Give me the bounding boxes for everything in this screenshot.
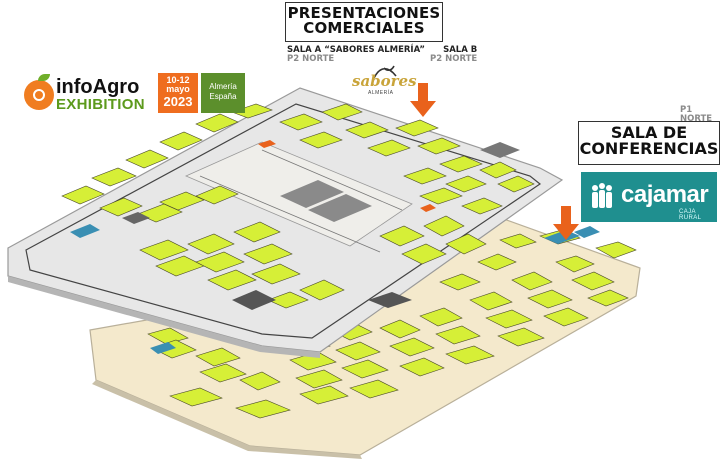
cajamar-wordmark: cajamar	[621, 181, 709, 208]
sabores-almeria-logo: sabores ALMERÍA	[348, 64, 417, 100]
event-date-badge: 10-12 mayo 2023	[158, 73, 198, 113]
p1-norte-label: P1 NORTE	[680, 105, 713, 124]
sala-a-label: SALA A “SABORES ALMERÍA” P2 NORTE	[287, 46, 425, 64]
arrow-down-icon-conferencias	[553, 206, 579, 240]
sala-b-floor: P2 NORTE	[430, 53, 478, 64]
logo-title: infoAgro	[56, 76, 140, 98]
sala-conferencias-label: SALA DE CONFERENCIAS	[578, 121, 720, 165]
central-plaza	[185, 141, 413, 253]
sabores-subtitle: ALMERÍA	[368, 90, 394, 96]
event-days: 10-12	[166, 75, 190, 85]
cajamar-subtitle: CAJA RURAL	[679, 209, 702, 221]
arrow-down-icon-presentaciones	[410, 83, 436, 117]
leaf-icon	[38, 74, 50, 81]
upper-hall-stands	[61, 103, 535, 309]
presentaciones-line2: COMERCIALES	[303, 19, 425, 37]
cajamar-logo: cajamar CAJA RURAL	[581, 172, 717, 222]
conferencias-line1: SALA DE	[610, 123, 688, 142]
event-city: Almería	[209, 82, 237, 91]
lower-hall-stands	[147, 229, 637, 419]
event-location-badge: Almería España	[201, 73, 245, 113]
presentaciones-line1: PRESENTACIONES	[287, 4, 441, 22]
sala-b-name: SALA B	[443, 45, 478, 55]
infoagro-at-icon	[24, 80, 54, 110]
event-month: mayo	[166, 84, 190, 94]
swirl-icon	[373, 65, 397, 79]
cajamar-people-icon	[592, 183, 612, 208]
sabores-wordmark: sabores	[352, 72, 417, 90]
event-year: 2023	[163, 94, 193, 109]
sala-b-label: SALA B P2 NORTE	[430, 46, 477, 64]
event-country: España	[209, 91, 237, 101]
conferencias-line2: CONFERENCIAS	[579, 139, 719, 158]
logo-subtitle: EXHIBITION	[56, 96, 145, 113]
sala-a-name: SALA A “SABORES ALMERÍA”	[287, 45, 425, 55]
sala-a-floor: P2 NORTE	[287, 53, 335, 64]
presentaciones-comerciales-label: PRESENTACIONES COMERCIALES	[285, 2, 443, 42]
infoagro-logo: infoAgro EXHIBITION	[24, 74, 159, 114]
booth-details	[70, 140, 600, 354]
